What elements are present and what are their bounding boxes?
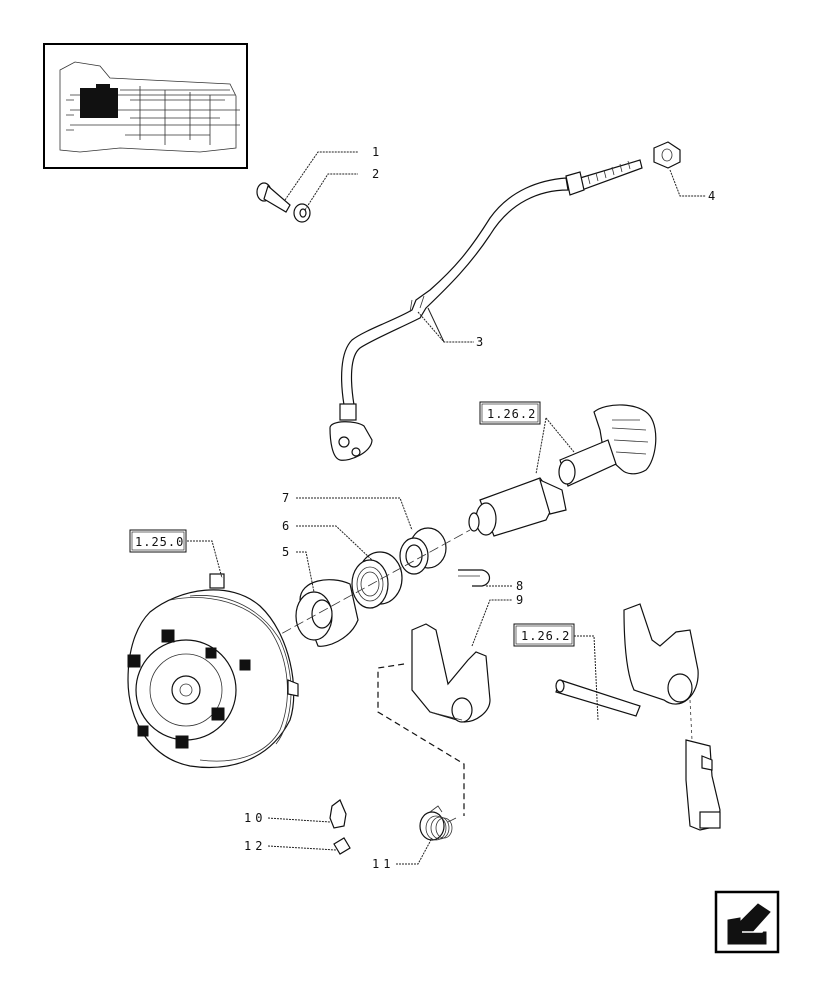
clip-part-8[interactable] [458, 569, 491, 587]
previous-page-arrow-icon[interactable] [714, 890, 780, 954]
callout-7[interactable]: 7 [282, 491, 289, 505]
callout-5[interactable]: 5 [282, 545, 289, 559]
callout-labels: 1 2 3 4 5 6 7 8 9 10 11 12 [244, 145, 715, 871]
bearing-ring-part-6[interactable] [351, 551, 403, 609]
bearing-part-7[interactable] [399, 527, 447, 575]
leader-lines [184, 151, 706, 865]
sleeve-part-5[interactable] [295, 579, 359, 647]
callout-12[interactable]: 12 [244, 839, 266, 853]
reference-box-lower[interactable]: 1.26.2 [513, 623, 575, 647]
callout-10[interactable]: 10 [244, 811, 266, 825]
release-bearing-guide[interactable] [468, 404, 657, 537]
reference-label-lower: 1.26.2 [521, 629, 570, 643]
callout-3[interactable]: 3 [476, 335, 483, 349]
nut-part-4[interactable] [653, 141, 681, 169]
callout-9[interactable]: 9 [516, 593, 523, 607]
bolt-part-1[interactable] [256, 182, 291, 213]
callout-1[interactable]: 1 [372, 145, 379, 159]
locator-thumbnail[interactable] [43, 43, 248, 169]
assembly-bracket [377, 663, 465, 816]
pin-part-10[interactable] [329, 799, 347, 829]
callout-4[interactable]: 4 [708, 189, 715, 203]
spring-part-11[interactable] [419, 805, 457, 841]
callout-11[interactable]: 11 [372, 857, 394, 871]
reference-box-clutch[interactable]: 1.25.0 [129, 529, 187, 553]
control-rod-part-3[interactable] [329, 159, 643, 461]
callout-8[interactable]: 8 [516, 579, 523, 593]
release-shaft-assembly[interactable] [555, 603, 721, 831]
reference-label-upper: 1.26.2 [487, 407, 536, 421]
reference-box-upper[interactable]: 1.26.2 [479, 401, 541, 425]
fork-part-9[interactable] [411, 623, 491, 723]
reference-label-clutch: 1.25.0 [135, 535, 184, 549]
transmission-section-thumbnail-icon [59, 61, 240, 153]
callout-2[interactable]: 2 [372, 167, 379, 181]
callout-6[interactable]: 6 [282, 519, 289, 533]
roll-pin-part-12[interactable] [333, 837, 351, 855]
clutch-assembly[interactable] [127, 573, 299, 769]
